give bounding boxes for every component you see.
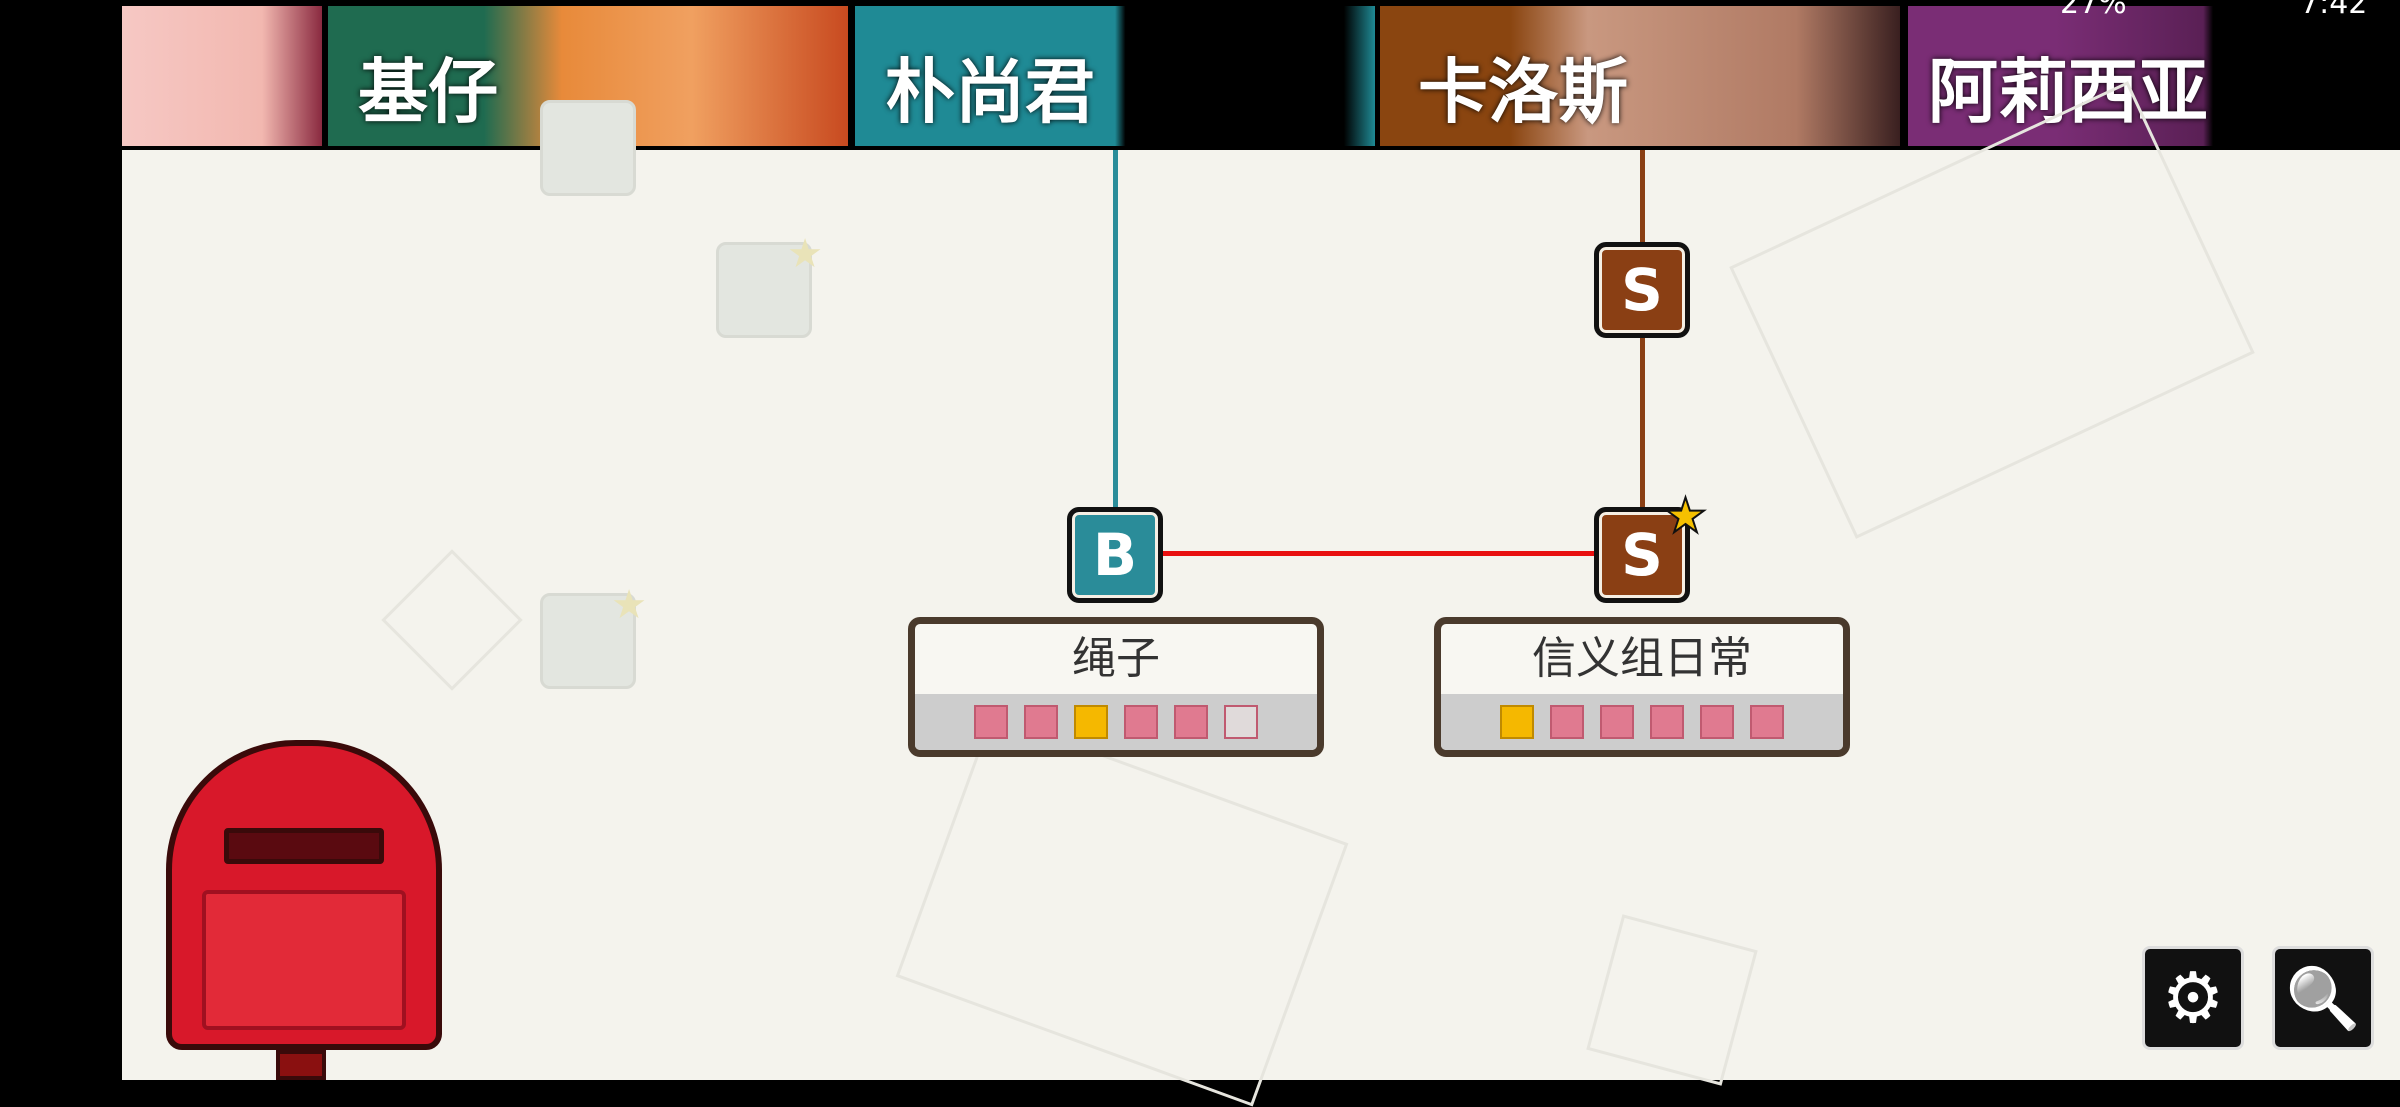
zoom-out-icon: 🔍 (2285, 963, 2361, 1034)
locked-node: ★ (540, 582, 647, 689)
pip-empty (1224, 705, 1258, 739)
node-s-lower[interactable]: S★ (1594, 487, 1708, 603)
star-icon: ★ (1663, 487, 1708, 545)
character-portrait-carlos[interactable]: 卡洛斯 (1380, 6, 1900, 146)
ghost-shape (1586, 914, 1758, 1086)
gear-icon: ⚙ (2161, 957, 2225, 1039)
character-portrait-pushangjun[interactable]: 朴尚君 (855, 6, 1375, 146)
character-name: 基仔 (358, 51, 498, 133)
ghost-shape (1729, 81, 2255, 539)
pip (1600, 705, 1634, 739)
locked-node (540, 100, 636, 196)
card-title: 信义组日常 (1532, 633, 1752, 684)
settings-button[interactable]: ⚙ (2142, 946, 2244, 1050)
node-b[interactable]: B (1067, 507, 1163, 603)
character-portrait-alicia[interactable]: 阿莉西亚 (1908, 6, 2400, 146)
event-card-rope[interactable]: 绳子 (908, 617, 1324, 757)
locked-node: ★ (716, 231, 823, 338)
progress-pips (1441, 694, 1843, 750)
mailbox-button[interactable] (166, 740, 442, 1080)
pip (1550, 705, 1584, 739)
character-name: 阿莉西亚 (1928, 51, 2208, 133)
character-portrait-pink[interactable] (122, 6, 322, 146)
pip (974, 705, 1008, 739)
node-letter: S (1621, 521, 1663, 589)
status-time: 7:42 (2300, 0, 2368, 21)
pip (1124, 705, 1158, 739)
character-bar: 基仔 朴尚君 卡洛斯 阿莉西亚 (122, 0, 2400, 150)
relation-line-red (1162, 551, 1596, 556)
card-title: 绳子 (1072, 633, 1160, 684)
mailbox-door (202, 890, 406, 1030)
zoom-out-button[interactable]: 🔍 (2272, 946, 2374, 1050)
star-icon: ★ (611, 582, 647, 628)
character-name: 卡洛斯 (1418, 51, 1628, 133)
node-s-upper[interactable]: S (1594, 242, 1690, 338)
pip-current (1500, 705, 1534, 739)
mailbox-post (276, 1050, 326, 1080)
pip (1174, 705, 1208, 739)
pip (1650, 705, 1684, 739)
progress-pips (915, 694, 1317, 750)
ghost-shape (381, 549, 523, 691)
event-card-xinyi[interactable]: 信义组日常 (1434, 617, 1850, 757)
ghost-shape (895, 713, 1349, 1107)
star-icon: ★ (787, 231, 823, 277)
pip (1024, 705, 1058, 739)
character-name: 朴尚君 (885, 51, 1095, 133)
pip (1750, 705, 1784, 739)
relationship-map[interactable]: ★ ★ B S S★ 绳子 信义组日常 ⚙ 🔍 (122, 81, 2400, 1107)
pip (1700, 705, 1734, 739)
status-battery: 27% (2060, 0, 2127, 21)
pip-current (1074, 705, 1108, 739)
link-line-teal (1113, 150, 1118, 510)
mail-slot (224, 828, 384, 864)
